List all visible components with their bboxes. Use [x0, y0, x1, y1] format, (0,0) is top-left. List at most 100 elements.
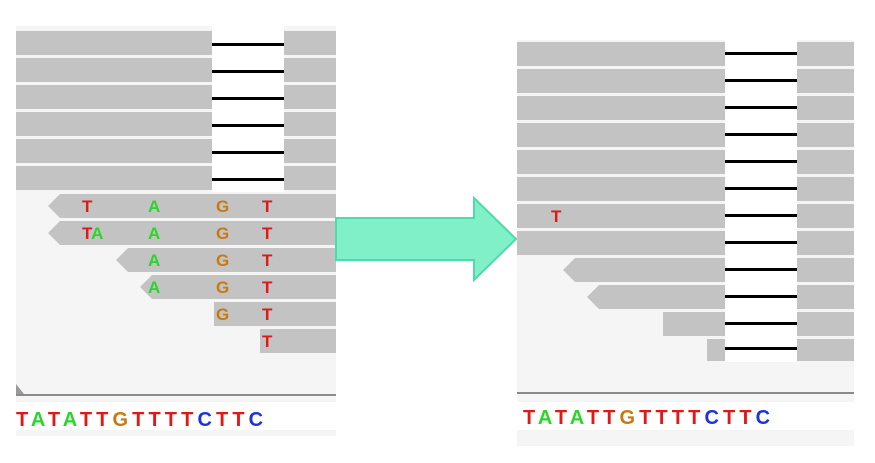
read	[284, 112, 336, 136]
reference-base: T	[148, 409, 165, 431]
reference-strip	[16, 402, 336, 430]
deletion-line	[725, 106, 797, 109]
reference-base: T	[181, 409, 198, 431]
deletion-line	[725, 79, 797, 82]
deletion-line	[725, 322, 797, 325]
reference-track-line	[16, 394, 336, 396]
deletion-gap	[212, 26, 284, 192]
reference-strip	[517, 402, 854, 430]
deletion-line	[725, 268, 797, 271]
mismatch-base: T	[82, 197, 93, 216]
mismatch-base: T	[262, 332, 273, 351]
read	[16, 58, 212, 82]
reference-base: T	[639, 407, 656, 429]
reference-base: T	[671, 407, 689, 429]
deletion-line	[725, 187, 797, 190]
read	[797, 69, 854, 93]
deletion-line	[725, 347, 797, 350]
read	[16, 166, 212, 190]
reference-base: A	[569, 407, 587, 429]
read	[797, 204, 854, 228]
read	[284, 139, 336, 163]
read	[663, 312, 725, 336]
read	[16, 31, 212, 55]
mismatch-base: G	[216, 305, 230, 324]
reference-base: T	[79, 409, 97, 431]
read	[587, 285, 725, 309]
deletion-line	[725, 295, 797, 298]
mismatch-base: T	[551, 207, 562, 226]
deletion-line	[725, 214, 797, 217]
deletion-line	[212, 97, 284, 100]
read	[284, 31, 336, 55]
deletion-line	[212, 124, 284, 127]
reference-base: T	[132, 409, 149, 431]
read	[563, 258, 725, 282]
read	[284, 166, 336, 190]
mismatch-base: G	[216, 224, 230, 243]
mismatch-base: T	[262, 305, 273, 324]
deletion-line	[212, 151, 284, 154]
reference-base: T	[655, 407, 672, 429]
read	[517, 150, 725, 174]
deletion-line	[725, 52, 797, 55]
deletion-line	[725, 241, 797, 244]
reference-base: T	[47, 409, 63, 431]
mismatch-base: A	[148, 251, 161, 270]
read	[797, 258, 854, 282]
deletion-line	[725, 133, 797, 136]
reference-base: A	[30, 409, 48, 431]
read	[48, 221, 336, 245]
mismatch-base: G	[216, 197, 230, 216]
reference-base: T	[739, 407, 756, 429]
reference-sequence: TATATTGTTTTCTTC	[523, 406, 774, 430]
read	[797, 123, 854, 147]
read	[797, 177, 854, 201]
read	[284, 85, 336, 109]
deletion-line	[212, 43, 284, 46]
read	[16, 112, 212, 136]
read	[517, 42, 725, 66]
read	[16, 384, 24, 394]
reference-base: T	[16, 409, 31, 431]
read	[16, 139, 212, 163]
reference-base: T	[603, 407, 620, 429]
misaligned-reads	[16, 194, 336, 394]
mismatch-base: G	[216, 251, 230, 270]
reference-base: A	[537, 407, 555, 429]
mismatch-base: T	[262, 224, 273, 243]
read	[797, 312, 854, 336]
read	[797, 96, 854, 120]
mismatch-base: T	[262, 197, 273, 216]
read	[214, 302, 336, 326]
reference-base: C	[755, 407, 775, 429]
read	[140, 275, 336, 299]
deletion-line	[212, 178, 284, 181]
deletion-line	[212, 70, 284, 73]
mismatch-base: T	[262, 251, 273, 270]
reference-base: T	[164, 409, 182, 431]
read	[116, 248, 336, 272]
reference-base: C	[248, 409, 268, 431]
reference-base: G	[619, 407, 640, 429]
read	[517, 231, 725, 255]
deletion-gap	[725, 40, 797, 362]
reference-base: C	[704, 407, 723, 429]
mismatch-base: G	[216, 278, 230, 297]
read	[517, 96, 725, 120]
read	[797, 231, 854, 255]
reference-base: T	[216, 409, 233, 431]
mismatch-base: A	[148, 278, 161, 297]
read	[284, 58, 336, 82]
read	[517, 204, 725, 228]
reference-base: C	[197, 409, 216, 431]
right-arrow-icon	[335, 196, 518, 282]
reference-base: T	[96, 409, 113, 431]
reference-base: T	[523, 407, 538, 429]
reference-track-line	[517, 392, 854, 394]
before-alignment-panel: T A G T TA A G T A G T A G T G T T TATAT…	[16, 26, 336, 436]
read	[260, 329, 336, 353]
mismatch-base: TA	[82, 224, 104, 243]
read	[797, 150, 854, 174]
shorter-reads	[563, 258, 854, 361]
